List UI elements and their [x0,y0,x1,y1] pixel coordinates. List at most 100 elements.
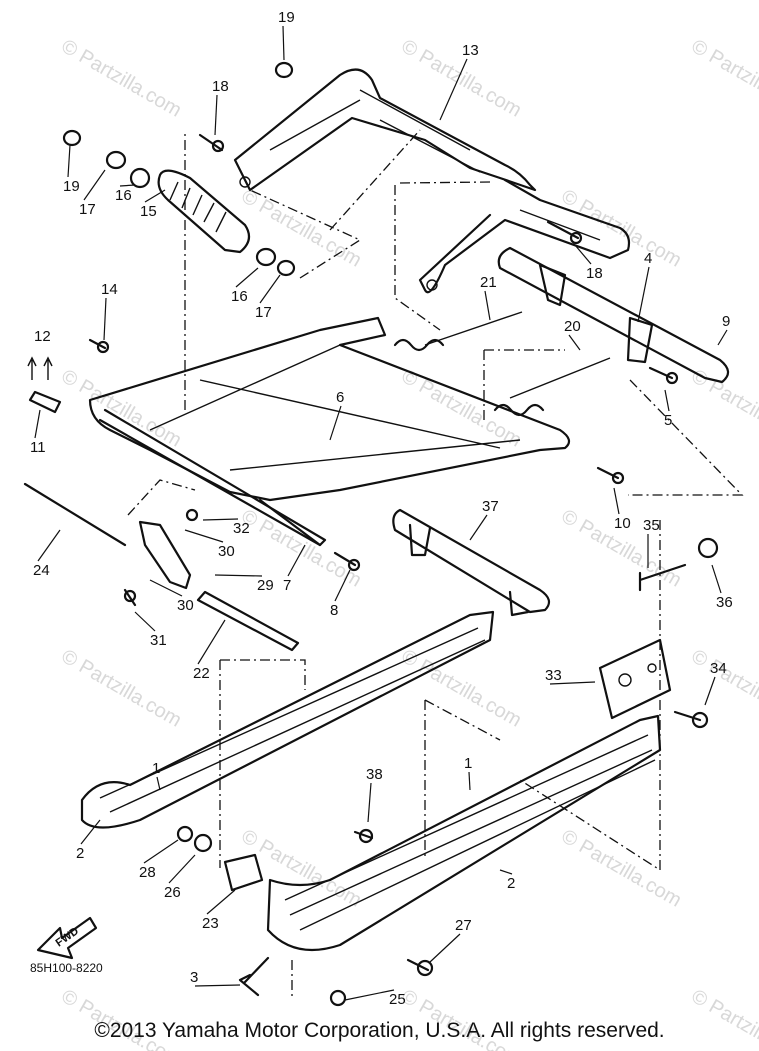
callout-20: 20 [564,318,581,335]
callout-leader [197,619,226,665]
callout-leader [259,274,281,304]
callout-leader [549,681,596,685]
callout-33: 33 [545,667,562,684]
callout-leader [206,889,236,915]
callout-leader [568,334,581,351]
callout-leader [429,933,461,963]
callout-leader [329,405,342,441]
callout-6: 6 [336,389,344,406]
callout-leader [144,189,166,203]
callout-leader [334,569,351,602]
callout-30: 30 [218,543,235,560]
callout-leader [194,984,241,987]
callout-leader [214,94,218,136]
callout-leader [469,514,488,541]
callout-leader [711,564,722,594]
watermark-text: © Partzilla.com [558,825,686,911]
plate-33 [598,638,672,720]
callout-leader [34,409,41,439]
torsion-springs [393,311,611,417]
callout-17: 17 [255,304,272,321]
callout-2: 2 [507,875,515,892]
callout-leader [143,839,179,864]
callout-7: 7 [283,577,291,594]
callout-leader [235,267,259,288]
callout-leader [83,169,106,201]
callout-leader [439,58,468,121]
callout-36: 36 [716,594,733,611]
watermark-layer: © Partzilla.com © Partzilla.com © Partzill… [58,35,759,1051]
callout-leader [67,144,71,178]
watermark-text: © Partzilla.com [58,365,186,451]
callout-leader [574,244,592,265]
callout-22: 22 [193,665,210,682]
callout-8: 8 [330,602,338,619]
callout-23: 23 [202,915,219,932]
callout-1: 1 [464,755,472,772]
callout-21: 21 [480,274,497,291]
callout-leader [282,25,285,61]
callout-32: 32 [233,520,250,537]
callout-19: 19 [278,9,295,26]
callout-12: 12 [34,328,51,345]
callout-9: 9 [722,313,730,330]
callout-29: 29 [257,577,274,594]
callout-leader [202,518,239,521]
callout-34: 34 [710,660,727,677]
runners-1 [80,610,662,952]
callout-3: 3 [190,969,198,986]
watermark-text: © Partzilla.com [688,365,759,451]
rear-arm-13 [233,68,631,294]
callout-28: 28 [139,864,156,881]
small-parts [62,61,719,1007]
callout-30: 30 [177,597,194,614]
callout-leader [134,611,156,632]
callout-11: 11 [30,439,46,456]
callout-leader [287,544,306,577]
callout-leader [80,819,101,845]
callout-1: 1 [152,760,160,777]
callout-35: 35 [643,517,660,534]
callout-16: 16 [115,187,132,204]
callout-31: 31 [150,632,167,649]
callout-leader [37,529,61,562]
callout-leader [704,676,716,706]
callout-16: 16 [231,288,248,305]
watermark-text: © Partzilla.com [238,825,366,911]
callout-38: 38 [366,766,383,783]
callout-18: 18 [212,78,229,95]
callout-leader [499,869,513,875]
callout-26: 26 [164,884,181,901]
callout-leader [637,266,650,323]
callout-leader [664,389,670,412]
callout-leader [717,329,728,346]
fwd-arrow: FWD [36,916,98,960]
bracket-29 [138,520,192,590]
callout-13: 13 [462,42,479,59]
arrow-icon [27,356,53,380]
callout-24: 24 [33,562,50,579]
callout-27: 27 [455,917,472,934]
slide-frame-6 [88,316,571,547]
callout-5: 5 [664,412,672,429]
shock-absorber-15 [157,169,251,254]
callout-17: 17 [79,201,96,218]
callout-leader [214,574,263,577]
callout-37: 37 [482,498,499,515]
callout-leader [119,184,136,187]
callout-10: 10 [614,515,631,532]
callout-leader [484,290,491,321]
shaft-4 [497,246,730,384]
callout-leader [184,529,224,543]
part-code: 85H100-8220 [30,961,103,975]
callout-leader [613,487,620,515]
copyright-notice: ©2013 Yamaha Motor Corporation, U.S.A. A… [94,1019,665,1042]
callout-leader [103,297,107,341]
callout-15: 15 [140,203,157,220]
watermark-text: © Partzilla.com [688,35,759,121]
callout-leader [149,579,183,597]
callout-leader [156,776,161,791]
